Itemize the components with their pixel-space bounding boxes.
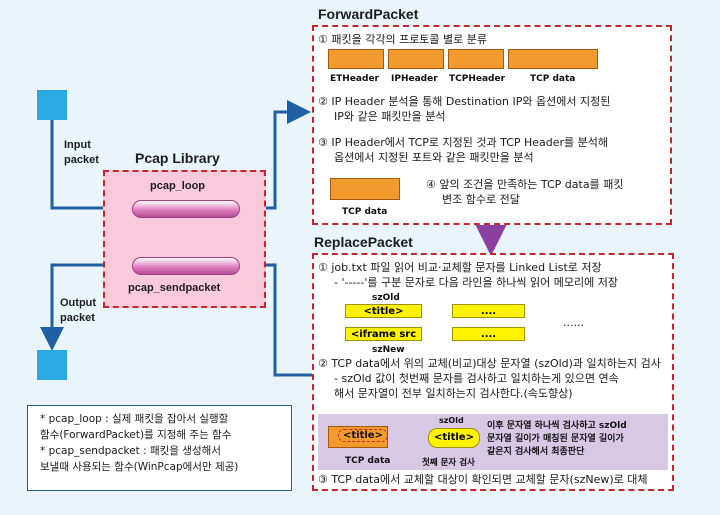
title-node: <title> (345, 304, 422, 318)
first-char-check-label: 첫째 문자 검사 (422, 458, 475, 468)
tcpdata-block (508, 49, 598, 69)
forward-step-3: ③ IP Header에서 TCP로 지정된 것과 TCP Header를 분석… (318, 136, 609, 164)
pcap-loop-label: pcap_loop (150, 180, 206, 192)
etheader-label: ETHeader (330, 74, 379, 84)
tcpdata-label-2: TCP data (342, 207, 388, 217)
tcpheader-block (448, 49, 504, 69)
node-2-old: .... (452, 304, 525, 318)
match-note: 이후 문자열 하나씩 검사하고 szOld 문자열 길이가 매칭된 문자열 길이… (487, 421, 627, 457)
tcpdata-example-label: TCP data (345, 456, 391, 466)
szold-example-label: szOld (439, 416, 464, 425)
tcpdata-block-2 (330, 178, 400, 200)
sznew-label: szNew (372, 345, 405, 355)
forward-packet-title: ForwardPacket (318, 6, 419, 22)
ipheader-label: IPHeader (391, 74, 438, 84)
pcap-library-title: Pcap Library (135, 150, 220, 166)
pcap-loop-pill (132, 200, 240, 218)
ipheader-block (388, 49, 444, 69)
input-packet-square (37, 90, 67, 120)
forward-step-2: ② IP Header 분석을 통해 Destination IP와 옵션에서 … (318, 95, 611, 123)
legend-box (27, 405, 292, 491)
legend-text: * pcap_loop : 실제 패킷을 잡아서 실행할 함수(ForwardP… (40, 413, 239, 473)
pcap-sendpacket-pill (132, 257, 240, 275)
list-continuation: ...... (563, 316, 584, 329)
output-packet-square (37, 350, 67, 380)
replace-step-2: ② TCP data에서 위의 교체(비교)대상 문자열 (szOld)과 일치… (318, 357, 661, 400)
pcap-sendpacket-label: pcap_sendpacket (128, 282, 221, 294)
forward-step-4: ④ 앞의 조건을 만족하는 TCP data를 패킷 변조 함수로 전달 (426, 178, 624, 206)
tcpheader-label: TCPHeader (449, 74, 506, 84)
replace-step-1: ① job.txt 파일 읽어 비교·교체할 문자를 Linked List로 … (318, 261, 618, 289)
replace-packet-title: ReplacePacket (314, 234, 413, 250)
node-2-new: .... (452, 327, 525, 341)
szold-label: szOld (372, 293, 400, 303)
forward-step-1: ① 패킷을 각각의 프로토콜 별로 분류 (318, 33, 488, 46)
etheader-block (328, 49, 384, 69)
pcap-library-box (103, 170, 266, 308)
tcpdata-label: TCP data (530, 74, 576, 84)
tcpdata-title-tag: <title> (338, 429, 388, 442)
iframe-node: <iframe src (345, 327, 422, 341)
szold-title-bubble: <title> (428, 428, 480, 448)
replace-step-3: ③ TCP data에서 교체할 대상이 확인되면 교체할 문자(szNew)로… (318, 473, 648, 486)
